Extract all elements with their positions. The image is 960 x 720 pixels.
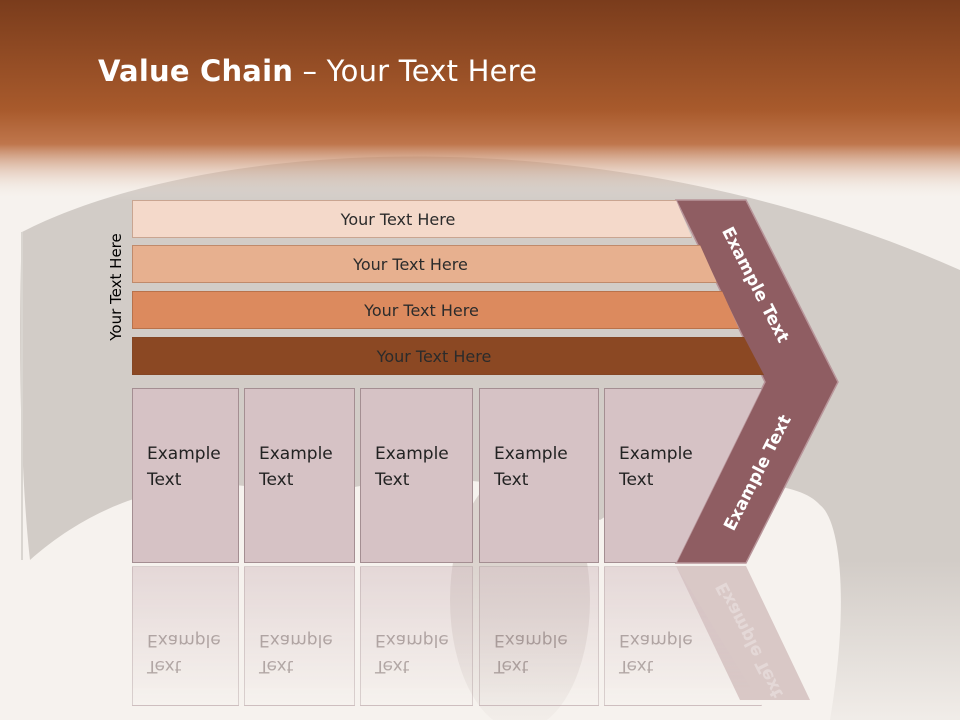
band-4-label: Your Text Here [376, 346, 492, 366]
band-3-label: Your Text Here [364, 300, 479, 320]
box-4-refl-line2: Text [494, 656, 529, 676]
band-3: Your Text Here [132, 291, 739, 329]
chevron-reflection [676, 566, 810, 700]
box-1-line2: Text [147, 470, 182, 490]
box-5-refl-line2: Text [619, 656, 654, 676]
box-3-line1: Example [375, 444, 449, 464]
box-1-reflection: Text Example [132, 566, 239, 706]
chevron-shape [674, 199, 839, 564]
box-4-refl-line1: Example [494, 630, 568, 650]
box-2-refl-line2: Text [259, 656, 294, 676]
box-5-refl-line1: Example [619, 630, 693, 650]
box-4-line2: Text [494, 470, 529, 490]
box-3-line2: Text [375, 470, 410, 490]
box-1-line1: Example [147, 444, 221, 464]
box-3-refl-line2: Text [375, 656, 410, 676]
page-title: Value Chain – Your Text Here [98, 54, 537, 88]
side-label: Your Text Here [107, 233, 125, 341]
box-2-line1: Example [259, 444, 333, 464]
box-3-refl-line1: Example [375, 630, 449, 650]
header-band [0, 0, 960, 200]
box-1-refl-line2: Text [147, 656, 182, 676]
box-2-line2: Text [259, 470, 294, 490]
box-4-line1: Example [494, 444, 568, 464]
box-2-refl-line1: Example [259, 630, 333, 650]
box-2-reflection: Text Example [244, 566, 355, 706]
band-2-label: Your Text Here [353, 254, 468, 274]
band-2: Your Text Here [132, 245, 717, 283]
box-3-reflection: Text Example [360, 566, 473, 706]
band-1: Your Text Here [132, 200, 692, 238]
title-rest: – Your Text Here [293, 54, 538, 88]
box-5-line2: Text [619, 470, 654, 490]
title-bold: Value Chain [98, 54, 294, 88]
box-4-reflection: Text Example [479, 566, 599, 706]
band-1-label: Your Text Here [340, 209, 456, 229]
band-4: Your Text Here [132, 337, 764, 375]
box-1-refl-line1: Example [147, 630, 221, 650]
box-5-line1: Example [619, 444, 693, 464]
